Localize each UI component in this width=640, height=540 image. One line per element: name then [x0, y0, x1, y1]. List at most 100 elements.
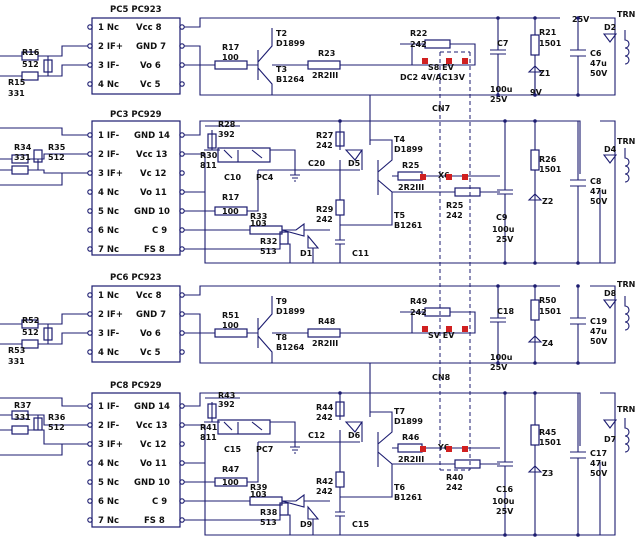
label-c6: C6 — [590, 49, 602, 58]
section-2-switch — [420, 174, 468, 180]
label-c16: C16 — [496, 485, 513, 494]
label-r30v: 811 — [200, 161, 217, 170]
label-12: C 9 — [152, 226, 167, 236]
label-r52: R52 — [22, 316, 39, 325]
label-t3p: B1264 — [276, 75, 305, 84]
label-sw2: SV EV — [428, 331, 455, 340]
label-t4p: D1899 — [394, 145, 423, 154]
label-r29v: 242 — [316, 215, 333, 224]
label-t9: T9 — [276, 297, 287, 306]
label-c9v1: 100u — [492, 225, 515, 234]
label-r34: R34 — [14, 143, 32, 152]
label-r35v: 512 — [48, 153, 65, 162]
label-r33: R33 — [250, 212, 267, 221]
label-dc: DC2 4V/AC13V — [400, 73, 466, 82]
label-r23: R23 — [318, 49, 335, 58]
label-r16: R16 — [22, 48, 40, 57]
label-r37v: 331 — [14, 413, 31, 422]
label-r21v: 1501 — [539, 39, 562, 48]
label-r40v: 242 — [446, 483, 463, 492]
label-3: 4 Nc — [98, 80, 119, 90]
junction-dots — [338, 16, 580, 537]
chip-title-pc3: PC3 PC929 — [110, 110, 162, 120]
label-r37: R37 — [14, 401, 31, 410]
label-5: GND 7 — [136, 310, 166, 320]
label-r28v: 392 — [218, 130, 235, 139]
label-c18v1: 100u — [490, 353, 513, 362]
label-7: GND 14 — [134, 131, 170, 141]
label-c19: C19 — [590, 317, 607, 326]
label-r38v: 513 — [260, 518, 277, 527]
label-r25b: R25 — [446, 201, 464, 210]
chip-pc6 — [91, 285, 181, 363]
label-r30: R30 — [200, 151, 218, 160]
section-3-switch — [422, 326, 468, 332]
label-tri1: TRN — [617, 10, 635, 19]
label-4: Vcc 8 — [136, 23, 162, 33]
label-c11: C11 — [352, 249, 369, 258]
label-4: Vcc 8 — [136, 291, 162, 301]
section-4-wiring — [0, 363, 630, 536]
label-r39v: 103 — [250, 490, 267, 499]
label-r50: R50 — [539, 296, 557, 305]
label-c6v1: 47u — [590, 59, 607, 68]
label-pc4: PC4 — [256, 173, 274, 182]
label-0: 1 IF- — [98, 131, 120, 141]
label-c18: C18 — [497, 307, 514, 316]
label-9: Vc 12 — [140, 440, 166, 450]
label-r41: R41 — [200, 423, 218, 432]
label-d2: D2 — [604, 23, 616, 32]
label-r26: R26 — [539, 155, 557, 164]
label-r38: R38 — [260, 508, 278, 517]
label-6: Vo 6 — [140, 329, 161, 339]
label-t5: T5 — [394, 211, 405, 220]
label-c7v2: 25V — [490, 95, 508, 104]
label-r47v: 100 — [222, 478, 239, 487]
label-12: C 9 — [152, 497, 167, 507]
label-2: 3 IF+ — [98, 440, 123, 450]
label-z1: Z1 — [539, 69, 551, 78]
label-d6: D6 — [348, 431, 361, 440]
label-8: Vcc 13 — [136, 421, 168, 431]
label-13: FS 8 — [144, 245, 165, 255]
label-8: Vcc 13 — [136, 150, 168, 160]
label-2: 3 IF- — [98, 61, 120, 71]
label-r53v: 331 — [8, 357, 25, 366]
label-r44v: 242 — [316, 413, 333, 422]
label-r50v: 1501 — [539, 307, 562, 316]
label-2: 3 IF+ — [98, 169, 123, 179]
label-r46v: 2R2III — [398, 455, 424, 464]
label-r42: R42 — [316, 477, 333, 486]
label-t2p: D1899 — [276, 39, 305, 48]
label-r51: R51 — [222, 311, 240, 320]
label-sw1: S8 EV — [428, 63, 455, 72]
label-t8: T8 — [276, 333, 287, 342]
label-t6: T6 — [394, 483, 405, 492]
label-0: 1 Nc — [98, 291, 119, 301]
label-r16v: 512 — [22, 60, 39, 69]
label-r22v: 242 — [410, 40, 427, 49]
label-r36v: 512 — [48, 423, 65, 432]
label-1: 2 IF+ — [98, 310, 123, 320]
label-t3: T3 — [276, 65, 287, 74]
label-r15v: 331 — [8, 89, 25, 98]
label-r26v: 1501 — [539, 165, 562, 174]
pins-pc5: 1 Nc 2 IF+ 3 IF- 4 Nc Vcc 8 GND 7 Vo 6 V… — [98, 23, 166, 90]
pins-pc6: 1 Nc 2 IF+ 3 IF- 4 Nc Vcc 8 GND 7 Vo 6 V… — [98, 291, 166, 358]
label-cn7: CN7 — [432, 104, 450, 113]
label-0: 1 Nc — [98, 23, 119, 33]
chip-pc8 — [91, 392, 181, 528]
label-t5p: B1261 — [394, 221, 423, 230]
label-d1: D1 — [300, 249, 313, 258]
label-r41v: 811 — [200, 433, 217, 442]
label-pc7: PC7 — [256, 445, 273, 454]
label-r48: R48 — [318, 317, 336, 326]
label-r53: R53 — [8, 346, 25, 355]
label-r49v: 242 — [410, 308, 427, 317]
chip-title-pc6: PC6 PC923 — [110, 273, 162, 283]
label-c20: C20 — [308, 159, 325, 168]
label-c8: C8 — [590, 177, 602, 186]
